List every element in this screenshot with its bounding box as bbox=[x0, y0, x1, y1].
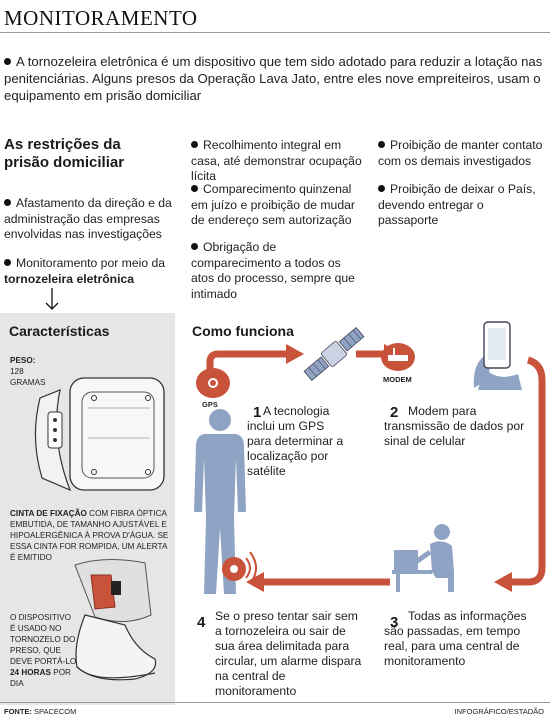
signal-waves-icon bbox=[245, 551, 257, 585]
weight-value: 128 bbox=[10, 367, 24, 376]
step-text: Se o preso tentar sair sem a tornozeleir… bbox=[215, 609, 362, 698]
intro-paragraph: A tornozeleira eletrônica é um dispositi… bbox=[4, 54, 543, 103]
down-arrow-icon bbox=[45, 288, 59, 310]
monitoring-center-icon bbox=[392, 524, 454, 592]
gps-label: GPS bbox=[202, 400, 218, 409]
page-title: MONITORAMENTO bbox=[4, 6, 198, 30]
infographic-credit: INFOGRÁFICO/ESTADÃO bbox=[454, 707, 544, 716]
title-divider bbox=[0, 32, 550, 33]
restriction-item: Proibição de deixar o País, devendo entr… bbox=[378, 182, 536, 227]
step-number: 4 bbox=[197, 614, 206, 631]
modem-label: MODEM bbox=[383, 375, 412, 384]
bullet-icon bbox=[378, 141, 385, 148]
device-usage-description: O DISPOSITIVO É USADO NO TORNOZELO DO PR… bbox=[10, 613, 77, 688]
restriction-item: Monitoramento por meio da tornozeleira e… bbox=[4, 256, 166, 286]
bullet-icon bbox=[4, 259, 11, 266]
restriction-item: Afastamento da direção e da administraçã… bbox=[4, 196, 172, 241]
restrictions-title: As restrições da prisão domiciliar bbox=[4, 136, 125, 171]
flow-arrows bbox=[206, 344, 546, 592]
how-it-works-title: Como funciona bbox=[192, 323, 294, 339]
characteristics-title: Características bbox=[9, 323, 110, 339]
step-text: Todas as informações são passadas, em te… bbox=[384, 609, 527, 668]
footer-divider bbox=[0, 702, 550, 703]
ankle-leg-illustration bbox=[74, 558, 157, 681]
bullet-icon bbox=[191, 243, 198, 250]
restriction-item: Proibição de manter contato com os demai… bbox=[378, 138, 543, 168]
source-credit: FONTE: SPACECOM bbox=[4, 707, 77, 716]
bullet-icon bbox=[378, 185, 385, 192]
ankle-monitor-illustration bbox=[34, 377, 165, 492]
gps-icon bbox=[196, 368, 230, 398]
bullet-icon bbox=[191, 141, 198, 148]
bullet-icon bbox=[4, 58, 11, 65]
alarm-icon bbox=[222, 557, 246, 581]
step-text: Modem para transmissão de dados por sina… bbox=[384, 404, 525, 448]
weight-label: PESO: bbox=[10, 356, 36, 365]
weight-unit: GRAMAS bbox=[10, 378, 46, 387]
bullet-icon bbox=[4, 199, 11, 206]
strap-description: CINTA DE FIXAÇÃO COM FIBRA ÓPTICA EMBUTI… bbox=[10, 509, 169, 562]
bullet-icon bbox=[191, 185, 198, 192]
restriction-item: Recolhimento integral em casa, até demon… bbox=[191, 138, 362, 183]
person-figure bbox=[194, 409, 246, 594]
restriction-item: Comparecimento quinzenal em juízo e proi… bbox=[191, 182, 355, 227]
step-number: 1 bbox=[253, 404, 262, 421]
mobile-phone-icon bbox=[473, 321, 522, 390]
step-text: A tecnologia inclui um GPS para determin… bbox=[247, 404, 344, 478]
restriction-item: Obrigação de comparecimento a todos os a… bbox=[191, 240, 355, 301]
step-number: 3 bbox=[390, 614, 399, 631]
modem-icon bbox=[381, 343, 415, 371]
step-number: 2 bbox=[390, 404, 399, 421]
satellite-icon bbox=[303, 326, 365, 382]
